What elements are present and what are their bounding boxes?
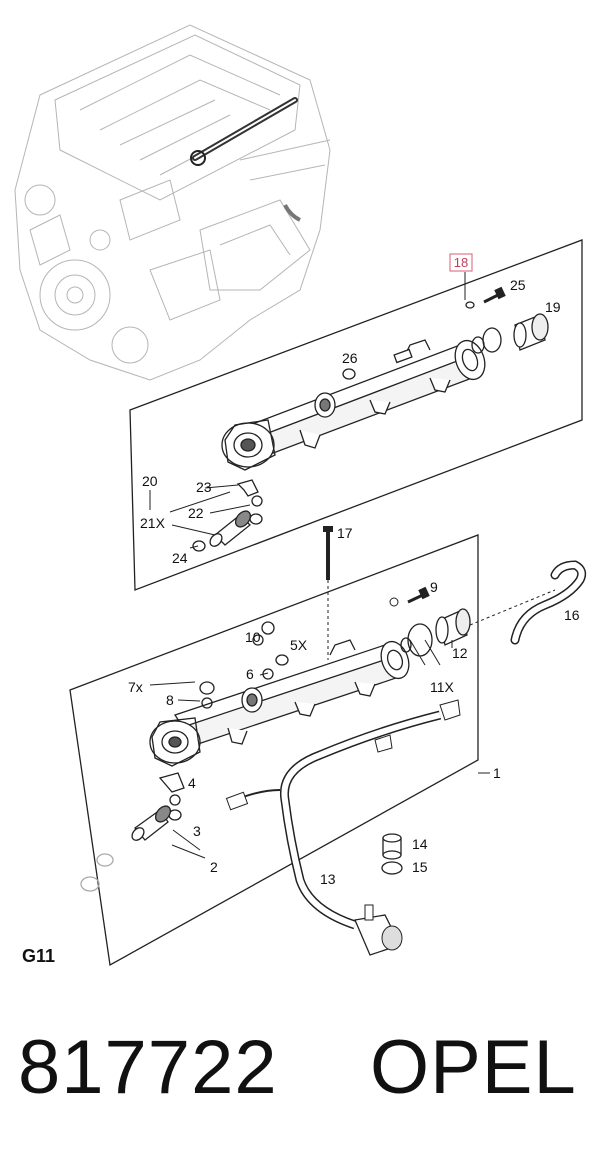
- callout-2: 2: [210, 859, 218, 875]
- callout-10: 10: [245, 629, 261, 645]
- callout-9: 9: [430, 579, 438, 595]
- engine-fuel-rail-highlight: [190, 97, 301, 222]
- callout-21x: 21X: [140, 515, 166, 531]
- callout-4: 4: [188, 775, 196, 791]
- callout-12: 12: [452, 645, 468, 661]
- injector-21x: [209, 510, 252, 547]
- callout-25: 25: [510, 277, 526, 293]
- callout-26: 26: [342, 350, 358, 366]
- part-number: 817722: [18, 1025, 278, 1110]
- leader-lines: [149, 272, 490, 859]
- callout-11x: 11X: [430, 679, 455, 695]
- cap-14: [382, 833, 402, 860]
- callout-20: 20: [142, 473, 158, 489]
- callout-15: 15: [412, 859, 428, 875]
- injector-2: [80, 805, 172, 892]
- callout-1: 1: [493, 765, 501, 781]
- callout-23: 23: [196, 479, 212, 495]
- callout-7x: 7x: [128, 679, 143, 695]
- callout-18: 18: [454, 255, 468, 270]
- callout-24: 24: [172, 550, 188, 566]
- brand-name: OPEL: [370, 1025, 577, 1110]
- callout-3: 3: [193, 823, 201, 839]
- section-code: G11: [22, 946, 55, 966]
- wiring-harness-13: [225, 699, 461, 956]
- pressure-regulator-12: [400, 589, 556, 657]
- parts-diagram: 18 25 19 26 20 23 22 21X 24 17 9 16 10 5…: [14, 24, 587, 967]
- clip-4: [158, 772, 185, 793]
- bolt-9: [389, 586, 430, 607]
- bolt-17: [323, 526, 333, 660]
- callout-5x: 5X: [290, 637, 308, 653]
- bolt-25: [483, 286, 506, 304]
- upper-assembly-panel: [129, 239, 583, 591]
- lower-fuel-rail: [149, 639, 410, 767]
- callout-16: 16: [564, 607, 580, 623]
- engine-illustration: [14, 24, 331, 381]
- callout-13: 13: [320, 871, 336, 887]
- callout-19: 19: [545, 299, 561, 315]
- pressure-regulator-19: [513, 313, 549, 351]
- callout-labels: 18 25 19 26 20 23 22 21X 24 17 9 16 10 5…: [22, 253, 580, 966]
- lower-o-rings: [168, 621, 403, 875]
- callout-8: 8: [166, 692, 174, 708]
- upper-o-rings: [192, 301, 502, 552]
- callout-18-box: [449, 253, 473, 272]
- callout-6: 6: [246, 666, 254, 682]
- lower-assembly-panel: [69, 534, 479, 967]
- callout-22: 22: [188, 505, 204, 521]
- upper-fuel-rail: [221, 339, 486, 471]
- callout-17: 17: [337, 525, 353, 541]
- callout-14: 14: [412, 836, 428, 852]
- clip-23: [236, 479, 259, 497]
